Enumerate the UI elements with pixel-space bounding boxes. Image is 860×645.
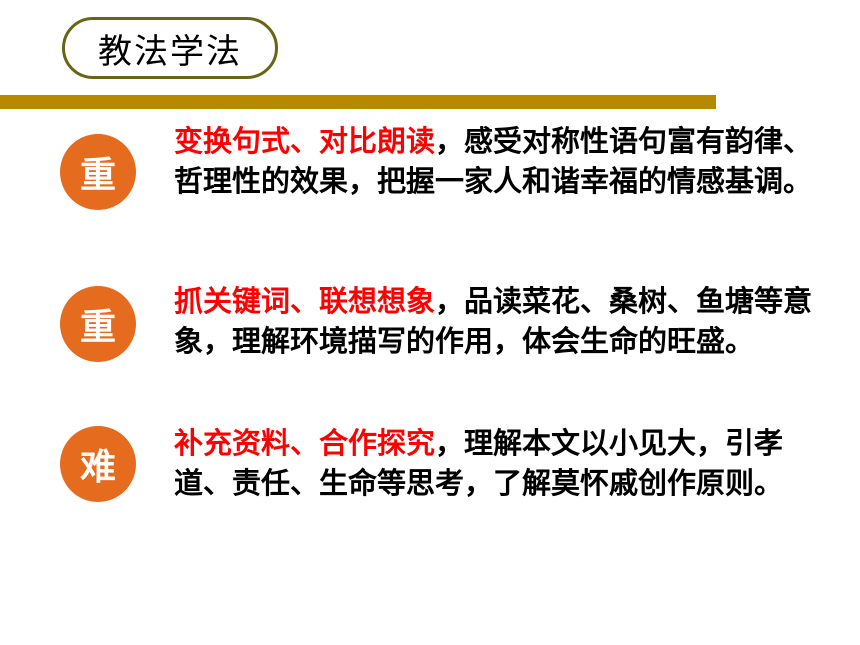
accent-bar <box>0 95 716 109</box>
badge-icon: 难 <box>60 426 136 502</box>
badge-icon: 重 <box>60 286 136 362</box>
item-body: ，品读菜花、桑树、鱼塘等意象，理解环境描写的作用，体会生命的旺盛。 <box>174 284 813 358</box>
item-text: 抓关键词、联想想象，品读菜花、桑树、鱼塘等意象，理解环境描写的作用，体会生命的旺… <box>174 281 814 361</box>
item-body: ，理解本文以小见大，引孝道、责任、生命等思考，了解莫怀戚创作原则。 <box>174 426 784 500</box>
item-highlight: 变换句式、对比朗读 <box>174 124 436 158</box>
item-highlight: 补充资料、合作探究 <box>174 426 436 460</box>
item-highlight: 抓关键词、联想想象 <box>174 284 436 318</box>
title-box: 教法学法 <box>62 17 278 79</box>
badge-icon: 重 <box>60 134 136 210</box>
page-title: 教法学法 <box>98 31 242 72</box>
item-body: ，感受对称性语句富有韵律、哲理性的效果，把握一家人和谐幸福的情感基调。 <box>174 124 813 198</box>
item-text: 变换句式、对比朗读，感受对称性语句富有韵律、哲理性的效果，把握一家人和谐幸福的情… <box>174 121 814 201</box>
item-text: 补充资料、合作探究，理解本文以小见大，引孝道、责任、生命等思考，了解莫怀戚创作原… <box>174 423 814 503</box>
